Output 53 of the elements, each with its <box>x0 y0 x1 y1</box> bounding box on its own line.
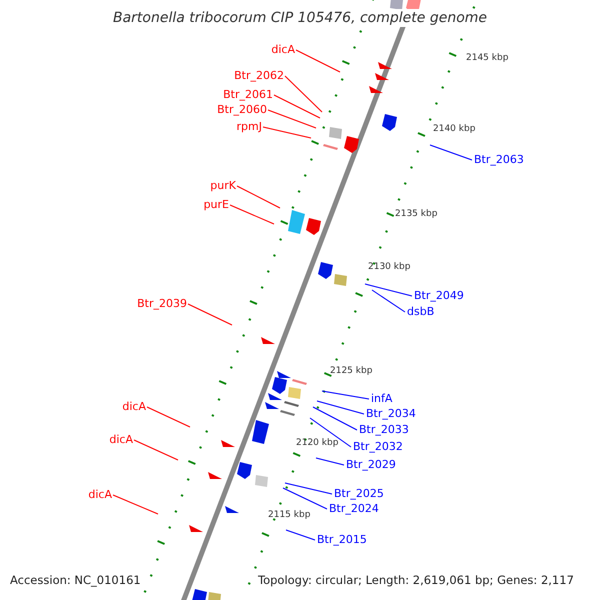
gene-label: Btr_2062 <box>234 69 284 82</box>
tick-label: 2135 kbp <box>395 208 438 221</box>
gene-label: dicA <box>271 43 295 56</box>
gene-label: Btr_2061 <box>223 88 273 101</box>
tick-label: 2145 kbp <box>466 52 508 65</box>
tick-label: 2130 kbp <box>368 261 410 274</box>
gene-label: Btr_2039 <box>137 297 187 310</box>
gene-label: purE <box>204 198 229 211</box>
tick-label: 2140 kbp <box>433 123 476 136</box>
gene-label: Btr_2060 <box>217 103 267 116</box>
leader-line <box>296 50 340 72</box>
leader-line <box>372 290 406 312</box>
gene-label: rpmJ <box>236 120 262 133</box>
gene-label: Btr_2049 <box>414 289 464 302</box>
gene-label: purK <box>210 179 236 192</box>
leader-line <box>284 482 332 494</box>
leader-line <box>430 144 472 160</box>
leader-line <box>268 110 316 128</box>
gene-label: Btr_2015 <box>317 533 367 546</box>
leader-line <box>322 390 370 400</box>
gene-label: dicA <box>109 433 133 446</box>
gene-label: Btr_2033 <box>359 423 409 436</box>
leader-line <box>230 204 274 224</box>
leader-line <box>316 458 344 466</box>
gene-label: dicA <box>88 488 112 501</box>
gene-label: Btr_2034 <box>366 407 416 420</box>
gene-label: Btr_2063 <box>474 153 524 166</box>
gene-label: dsbB <box>407 305 434 318</box>
gene-label: infA <box>371 392 392 405</box>
leader-line <box>262 126 312 138</box>
leader-line <box>146 406 190 428</box>
leader-line <box>282 488 328 510</box>
gene-label: Btr_2025 <box>334 487 384 500</box>
leader-line <box>316 400 364 414</box>
leader-line <box>134 440 178 460</box>
footer-text: Topology: circular; Length: 2,619,061 bp; Genes: 2,117 <box>258 574 574 587</box>
footer-text: Accession: NC_010161 <box>10 574 141 587</box>
leader-line <box>286 530 316 540</box>
tick-label: 2115 kbp <box>268 509 310 522</box>
leader-line <box>284 76 322 112</box>
gene-label: dicA <box>122 400 146 413</box>
gene-label: Btr_2029 <box>346 458 396 471</box>
leader-line <box>364 284 412 296</box>
leader-line <box>236 186 280 208</box>
gene-label: Btr_2024 <box>329 502 379 515</box>
leader-line <box>274 94 320 118</box>
leader-line <box>312 406 358 430</box>
leader-line <box>310 418 352 448</box>
tick-label: 2120 kbp <box>296 437 338 450</box>
tick-label: 2125 kbp <box>330 365 372 378</box>
leader-line <box>112 494 158 514</box>
leader-line <box>188 304 232 326</box>
gene-label: Btr_2032 <box>353 440 403 453</box>
